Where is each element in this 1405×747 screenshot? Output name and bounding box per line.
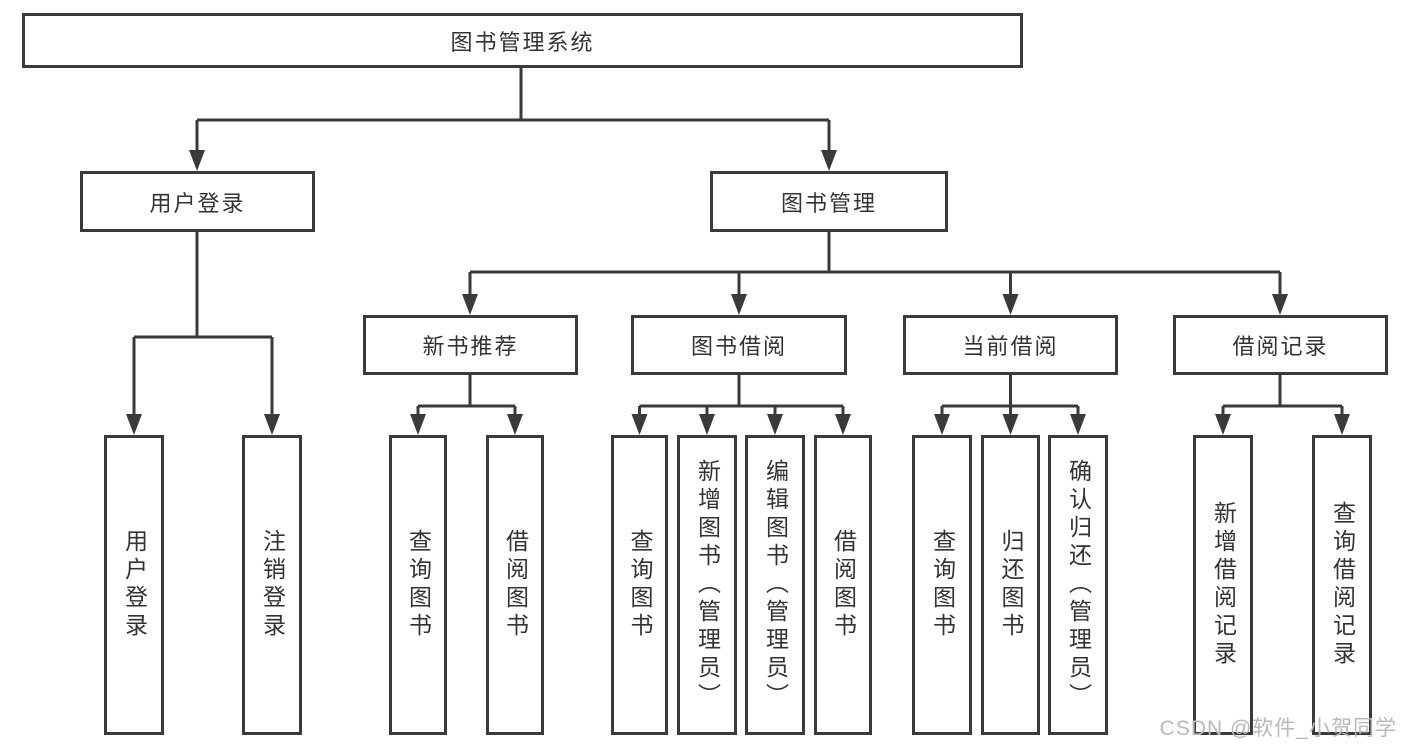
connector-mgmt-to-level3 xyxy=(468,232,1282,298)
node-label: 新书推荐 xyxy=(422,334,519,359)
leaf-logout: 注销登录 xyxy=(242,435,302,735)
leaf-label: 查询图书 xyxy=(405,529,432,641)
leaf-label: 确认归还（管理员） xyxy=(1065,459,1092,711)
connector-records-to-leaves xyxy=(1221,375,1344,418)
leaf-borrow-books: 借阅图书 xyxy=(814,435,872,735)
node-label: 用户登录 xyxy=(149,190,246,216)
leaf-query-books: 查询图书 xyxy=(389,435,447,735)
csdn-watermark: CSDN @软件_小贺同学 xyxy=(1159,717,1397,740)
connector-login-to-leaves xyxy=(132,232,274,418)
node-label: 图书借阅 xyxy=(690,334,787,359)
node-label: 图书管理 xyxy=(780,190,877,216)
leaf-label: 编辑图书（管理员） xyxy=(762,459,789,711)
node-label: 图书管理系统 xyxy=(450,29,595,55)
node-book-borrow: 图书借阅 xyxy=(631,315,847,375)
node-new-book-recommend: 新书推荐 xyxy=(363,315,578,375)
node-borrow-records: 借阅记录 xyxy=(1173,315,1388,375)
leaf-add-books-admin: 新增图书（管理员） xyxy=(677,435,737,735)
node-label: 当前借阅 xyxy=(962,334,1059,359)
leaf-add-borrow-record: 新增借阅记录 xyxy=(1193,435,1253,735)
leaf-confirm-return-admin: 确认归还（管理员） xyxy=(1048,435,1108,735)
node-library-system: 图书管理系统 xyxy=(22,13,1023,68)
connector-root-to-level2 xyxy=(195,67,831,154)
connector-current-to-leaves xyxy=(940,375,1080,418)
node-current-borrow: 当前借阅 xyxy=(903,315,1118,375)
leaf-query-books: 查询图书 xyxy=(912,435,972,735)
leaf-edit-books-admin: 编辑图书（管理员） xyxy=(745,435,805,735)
leaf-return-books: 归还图书 xyxy=(981,435,1040,735)
node-book-management: 图书管理 xyxy=(710,171,948,232)
leaf-label: 查询借阅记录 xyxy=(1329,501,1356,669)
connector-newbooks-to-leaves xyxy=(416,375,517,418)
leaf-label: 新增借阅记录 xyxy=(1210,501,1237,669)
leaf-query-borrow-record: 查询借阅记录 xyxy=(1312,435,1372,735)
connector-borrow-to-leaves xyxy=(638,375,845,418)
node-label: 借阅记录 xyxy=(1232,334,1329,359)
leaf-query-books: 查询图书 xyxy=(611,435,668,735)
leaf-label: 注销登录 xyxy=(259,529,286,641)
leaf-label: 借阅图书 xyxy=(502,529,529,641)
leaf-label: 借阅图书 xyxy=(830,529,857,641)
leaf-label: 新增图书（管理员） xyxy=(694,459,721,711)
leaf-label: 查询图书 xyxy=(929,529,956,641)
node-user-login: 用户登录 xyxy=(80,171,315,232)
leaf-user-login: 用户登录 xyxy=(104,435,164,735)
leaf-label: 归还图书 xyxy=(998,529,1024,641)
leaf-borrow-books: 借阅图书 xyxy=(486,435,544,735)
leaf-label: 用户登录 xyxy=(121,529,148,641)
leaf-label: 查询图书 xyxy=(627,529,653,641)
